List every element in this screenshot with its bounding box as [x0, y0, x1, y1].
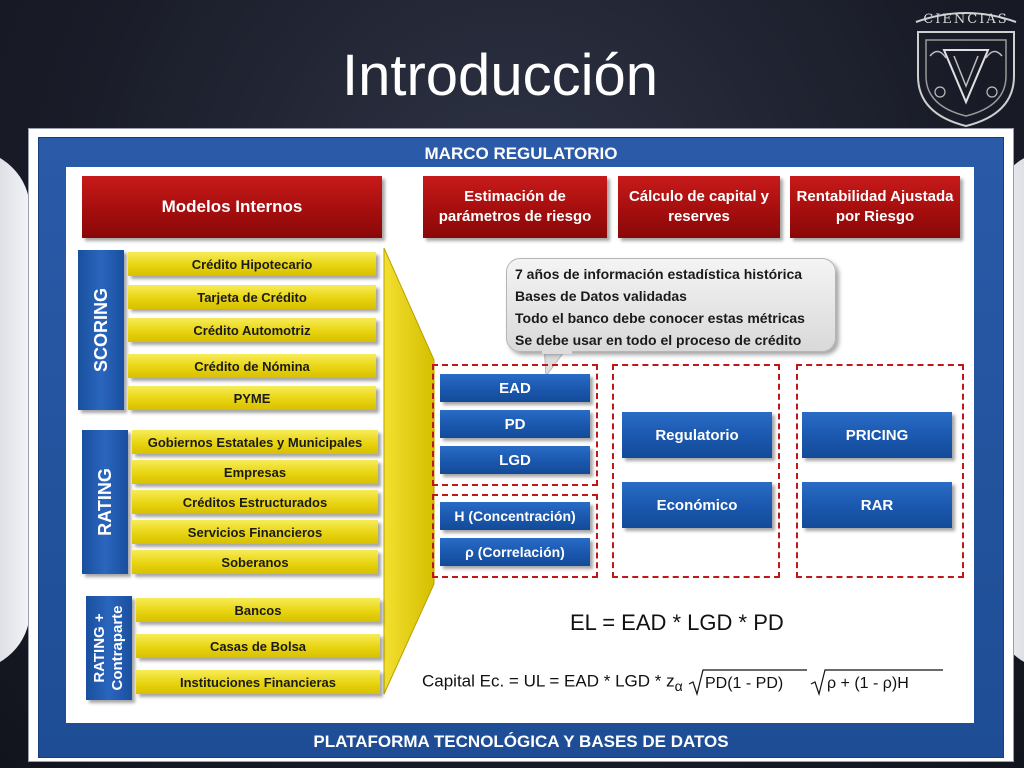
group-item: Empresas: [132, 460, 378, 484]
lgd-box: LGD: [440, 446, 590, 474]
seal-text: CIENCIAS: [923, 12, 1008, 27]
group-item: Bancos: [136, 598, 380, 622]
funnel-shape: [383, 248, 435, 695]
group-item: Crédito Automotriz: [128, 318, 376, 342]
rating-counterparty-label: RATING + Contraparte: [91, 605, 126, 691]
callout-pointer-join: [542, 346, 572, 354]
group-item: Servicios Financieros: [132, 520, 378, 544]
risk-adjusted-return-label: Rentabilidad Ajustada por Riesgo: [796, 188, 954, 225]
slide-title: Introducción: [342, 43, 658, 108]
group-item: Soberanos: [132, 550, 378, 574]
internal-models-box: Modelos Internos: [82, 176, 382, 238]
alpha-subscript: α: [674, 677, 683, 694]
callout-line: 7 años de información estadística histór…: [515, 266, 803, 282]
correlation-box: ρ (Correlación): [440, 538, 590, 566]
pricing-box: PRICING: [802, 412, 952, 458]
unam-seal-icon: CIENCIAS: [915, 12, 1017, 128]
pricing-group: [796, 364, 964, 578]
group-item: Crédito Hipotecario: [128, 252, 376, 276]
rar-box: RAR: [802, 482, 952, 528]
pd-box: PD: [440, 410, 590, 438]
factors-group: [432, 494, 598, 578]
regulatory-header: MARCO REGULATORIO: [424, 144, 618, 163]
svg-text:ρ + (1 - ρ)H: ρ + (1 - ρ)H: [827, 675, 909, 692]
risk-adjusted-return-box: Rentabilidad Ajustada por Riesgo: [790, 176, 960, 238]
capital-formula: Capital Ec. = UL = EAD * LGD * zα PD(1 -…: [422, 668, 949, 697]
group-item: Crédito de Nómina: [128, 354, 376, 378]
group-item: PYME: [128, 386, 376, 410]
regulatory-box: Regulatorio: [622, 412, 772, 458]
capital-formula-lhs: Capital Ec. = UL = EAD * LGD * z: [422, 671, 675, 691]
economic-box: Económico: [622, 482, 772, 528]
scoring-tab: SCORING: [78, 250, 124, 410]
risk-parameters-box: Estimación de parámetros de riesgo: [423, 176, 607, 238]
rating-tab: RATING: [82, 430, 128, 574]
group-item: Gobiernos Estatales y Municipales: [132, 430, 378, 454]
capital-reserves-label: Cálculo de capital y reserves: [628, 188, 770, 225]
group-item: Créditos Estructurados: [132, 490, 378, 514]
left-decoration: [0, 150, 30, 670]
callout-line: Se debe usar en todo el proceso de crédi…: [515, 332, 802, 348]
group-item: Casas de Bolsa: [136, 634, 380, 658]
concentration-box: H (Concentración): [440, 502, 590, 530]
capital-group: [612, 364, 780, 578]
rating-label: RATING: [95, 468, 115, 536]
rating-counterparty-tab: RATING + Contraparte: [86, 596, 132, 700]
scoring-label: SCORING: [91, 287, 111, 373]
radical-terms: PD(1 - PD) ρ + (1 - ρ)H: [689, 669, 944, 697]
group-item: Tarjeta de Crédito: [128, 285, 376, 309]
ead-box: EAD: [440, 374, 590, 402]
parameters-group: [432, 364, 598, 486]
callout-line: Todo el banco debe conocer estas métrica…: [515, 310, 805, 326]
svg-text:PD(1 - PD): PD(1 - PD): [705, 675, 783, 692]
callout-bubble: 7 años de información estadística histór…: [506, 258, 836, 352]
platform-footer: PLATAFORMA TECNOLÓGICA Y BASES DE DATOS: [313, 732, 729, 751]
capital-reserves-box: Cálculo de capital y reserves: [618, 176, 780, 238]
expected-loss-formula: EL = EAD * LGD * PD: [570, 610, 784, 635]
risk-parameters-label: Estimación de parámetros de riesgo: [438, 188, 592, 225]
callout-line: Bases de Datos validadas: [515, 288, 687, 304]
group-item: Instituciones Financieras: [136, 670, 380, 694]
